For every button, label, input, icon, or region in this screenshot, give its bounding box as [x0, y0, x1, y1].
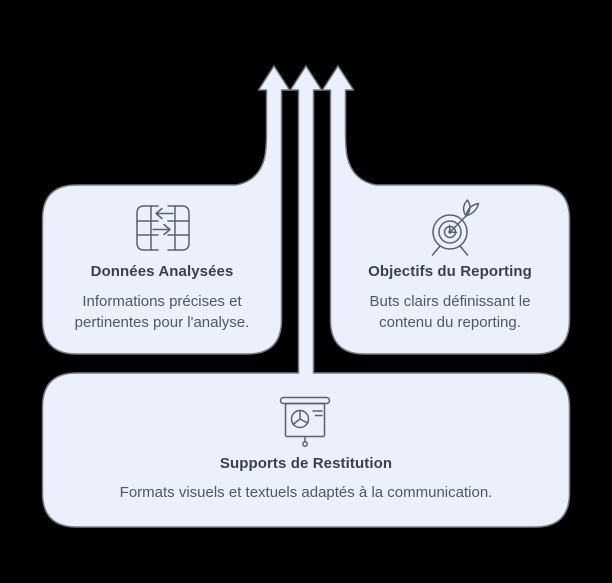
data-transfer-icon	[136, 205, 190, 251]
bottom-card-arrow-shape	[41, 65, 571, 528]
presentation-chart-icon	[279, 396, 331, 447]
card-title-donnees-analysees: Données Analysées	[90, 263, 234, 280]
target-icon	[431, 199, 480, 256]
card-description-supports-restitution: Formats visuels et textuels adaptés à la…	[119, 484, 493, 501]
card-title-supports-restitution: Supports de Restitution	[219, 455, 393, 472]
card-donnees-analysees: Données Analysées Informations précises …	[42, 263, 282, 333]
left-card-arrow-shape	[41, 65, 291, 355]
card-objectifs-reporting: Objectifs du Reporting Buts clairs défin…	[330, 263, 570, 333]
right-card-arrow-shape	[321, 65, 571, 355]
card-title-objectifs-reporting: Objectifs du Reporting	[368, 263, 532, 280]
card-description-objectifs-reporting: Buts clairs définissant le contenu du re…	[369, 293, 531, 331]
card-description-donnees-analysees: Informations précises et pertinentes pou…	[74, 293, 250, 331]
card-supports-restitution: Supports de Restitution Formats visuels …	[42, 455, 570, 503]
